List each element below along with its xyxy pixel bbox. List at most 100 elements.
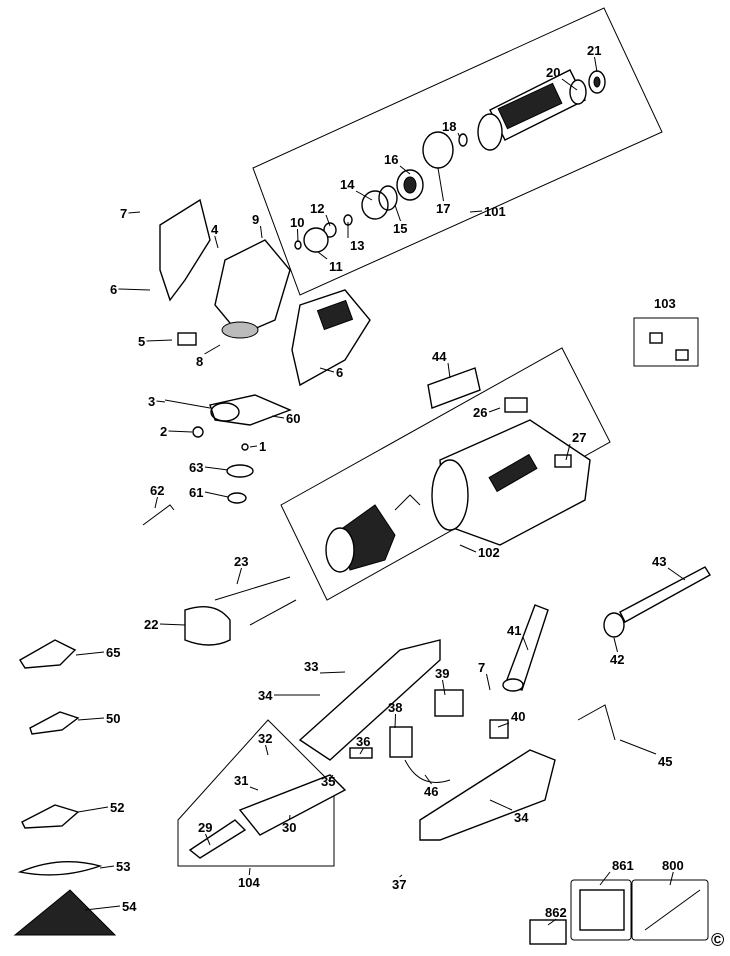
leader-line-104 bbox=[248, 867, 251, 876]
accessory-blades bbox=[13, 639, 117, 936]
leader-line-6 bbox=[319, 367, 335, 373]
armature-part bbox=[294, 69, 606, 253]
leader-line-46 bbox=[424, 774, 432, 785]
callout-39: 39 bbox=[435, 666, 449, 681]
assembly-box-101 bbox=[252, 7, 663, 296]
leader-line-40 bbox=[497, 722, 510, 728]
leader-line-1 bbox=[249, 445, 258, 448]
callout-4: 4 bbox=[211, 222, 219, 237]
callout-29: 29 bbox=[198, 820, 212, 835]
callout-23: 23 bbox=[234, 554, 248, 569]
leader-line-6 bbox=[118, 288, 151, 291]
leader-line-32 bbox=[265, 744, 269, 756]
assembly-box-102 bbox=[280, 347, 611, 601]
callout-26: 26 bbox=[473, 405, 487, 420]
copyright-symbol: © bbox=[711, 930, 724, 950]
case-box-800 bbox=[631, 879, 709, 941]
leader-line-61 bbox=[204, 491, 229, 498]
leader-line-9 bbox=[260, 225, 263, 239]
callout-35: 35 bbox=[321, 774, 335, 789]
callout-46: 46 bbox=[424, 784, 438, 799]
pouch-part bbox=[529, 919, 567, 945]
callout-5: 5 bbox=[138, 334, 145, 349]
callout-3: 3 bbox=[148, 394, 155, 409]
callout-20: 20 bbox=[546, 65, 560, 80]
callout-800: 800 bbox=[662, 858, 684, 873]
leader-line-50 bbox=[77, 717, 105, 721]
callout-22: 22 bbox=[144, 617, 158, 632]
callout-2: 2 bbox=[160, 424, 167, 439]
callout-31: 31 bbox=[234, 773, 248, 788]
callout-38: 38 bbox=[388, 700, 402, 715]
callout-61: 61 bbox=[189, 485, 203, 500]
leader-line-20 bbox=[561, 78, 578, 91]
callout-14: 14 bbox=[340, 177, 355, 192]
callout-15: 15 bbox=[393, 221, 407, 236]
leader-line-53 bbox=[99, 865, 115, 869]
leader-line-26 bbox=[488, 407, 501, 413]
brush-part bbox=[649, 332, 663, 344]
leader-line-4 bbox=[214, 235, 219, 249]
leader-line-29 bbox=[205, 833, 211, 846]
leader-line-2 bbox=[168, 430, 193, 433]
leader-line-30 bbox=[289, 814, 291, 821]
callout-63: 63 bbox=[189, 460, 203, 475]
leader-line-861 bbox=[599, 871, 611, 886]
callout-52: 52 bbox=[110, 800, 124, 815]
callout-32: 32 bbox=[258, 731, 272, 746]
motor-housing-part: DEWALT bbox=[325, 397, 591, 573]
leader-line-14 bbox=[355, 190, 373, 201]
leader-line-23 bbox=[236, 567, 242, 585]
gear-housing-part bbox=[159, 198, 371, 387]
callout-16: 16 bbox=[384, 152, 398, 167]
leader-line-42 bbox=[613, 637, 618, 653]
callout-6: 6 bbox=[336, 365, 343, 380]
callout-9: 9 bbox=[252, 212, 259, 227]
leader-line-45 bbox=[619, 739, 657, 755]
callout-65: 65 bbox=[106, 645, 120, 660]
callout-60: 60 bbox=[286, 411, 300, 426]
callout-862: 862 bbox=[545, 905, 567, 920]
callout-1: 1 bbox=[259, 439, 266, 454]
brush-part bbox=[675, 349, 689, 361]
callout-18: 18 bbox=[442, 119, 456, 134]
leader-line-43 bbox=[667, 567, 686, 581]
callout-8: 8 bbox=[196, 354, 203, 369]
handle-part bbox=[188, 639, 616, 859]
callout-7: 7 bbox=[120, 206, 127, 221]
leader-line-3 bbox=[156, 400, 166, 403]
assembly-box-104 bbox=[177, 719, 335, 867]
callout-44: 44 bbox=[432, 349, 447, 364]
leader-line-34 bbox=[489, 799, 513, 811]
leader-line-7 bbox=[486, 673, 491, 691]
callout-62: 62 bbox=[150, 483, 164, 498]
callout-54: 54 bbox=[122, 899, 137, 914]
leader-line-8 bbox=[204, 344, 221, 355]
assembly-boxes bbox=[177, 7, 709, 941]
leader-line-31 bbox=[249, 786, 259, 791]
callout-21: 21 bbox=[587, 43, 601, 58]
leader-line-54 bbox=[84, 905, 121, 911]
assembly-box-103 bbox=[633, 317, 699, 367]
leader-line-16 bbox=[399, 165, 411, 175]
callout-40: 40 bbox=[511, 709, 525, 724]
leader-line-27 bbox=[565, 443, 571, 461]
callout-45: 45 bbox=[658, 754, 672, 769]
label-plate-part bbox=[427, 367, 481, 409]
leader-line-18 bbox=[457, 132, 461, 139]
callout-50: 50 bbox=[106, 711, 120, 726]
callout-43: 43 bbox=[652, 554, 666, 569]
leader-line-41 bbox=[522, 636, 529, 651]
leader-line-60 bbox=[271, 415, 285, 419]
callout-7: 7 bbox=[478, 660, 485, 675]
leader-line-35 bbox=[328, 774, 334, 782]
leader-line-33 bbox=[319, 671, 346, 674]
callout-103: 103 bbox=[654, 296, 676, 311]
callout-6: 6 bbox=[110, 282, 117, 297]
leader-line-15 bbox=[394, 204, 401, 222]
leader-line-62 bbox=[154, 496, 158, 509]
callout-41: 41 bbox=[507, 623, 521, 638]
leader-line-37 bbox=[399, 874, 403, 878]
leader-line-862 bbox=[547, 918, 557, 926]
